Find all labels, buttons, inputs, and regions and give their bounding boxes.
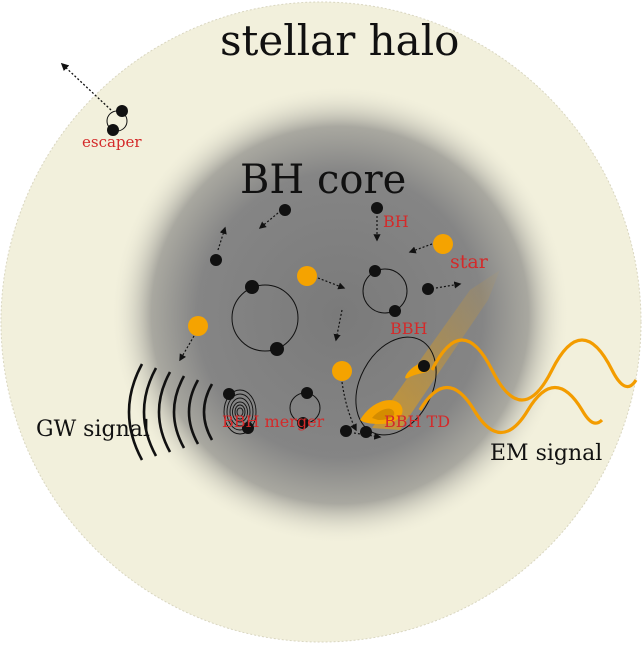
star-labeled <box>408 234 453 254</box>
star-particle <box>297 266 346 290</box>
em-signal-label: EM signal <box>490 441 602 466</box>
star-particle <box>332 361 357 432</box>
bbh-merger-label: BBH merger <box>222 412 325 431</box>
bbh-wide-binary <box>231 280 299 356</box>
escaper-label: escaper <box>82 133 142 151</box>
gw-signal-label: GW signal <box>36 417 150 442</box>
escaper-binary <box>60 62 128 136</box>
merger-bh <box>223 388 235 400</box>
bh-label: BH <box>383 212 409 231</box>
bh-trajectory <box>333 309 343 342</box>
bbh-binary <box>362 265 408 317</box>
bbh-label: BBH <box>390 319 428 338</box>
bh-particle <box>210 226 227 266</box>
em-waves <box>418 338 638 435</box>
bh-particle <box>422 281 462 295</box>
bh-core-region <box>110 85 570 545</box>
tde-jet <box>372 270 500 430</box>
bh-particle <box>258 204 291 229</box>
bbh-merger-spiral <box>223 389 257 435</box>
bbh-td-label: BBH TD <box>384 412 450 431</box>
bh-core-label: BH core <box>240 157 406 203</box>
bbh-td <box>355 336 437 438</box>
star-particle <box>179 316 208 362</box>
gw-waves <box>127 363 214 461</box>
stellar-halo-label: stellar halo <box>220 16 459 65</box>
star-label: star <box>450 251 489 273</box>
bh-particle-labeled <box>371 202 383 242</box>
merger-bh <box>242 422 254 434</box>
bbh-tight-binary <box>289 387 321 429</box>
